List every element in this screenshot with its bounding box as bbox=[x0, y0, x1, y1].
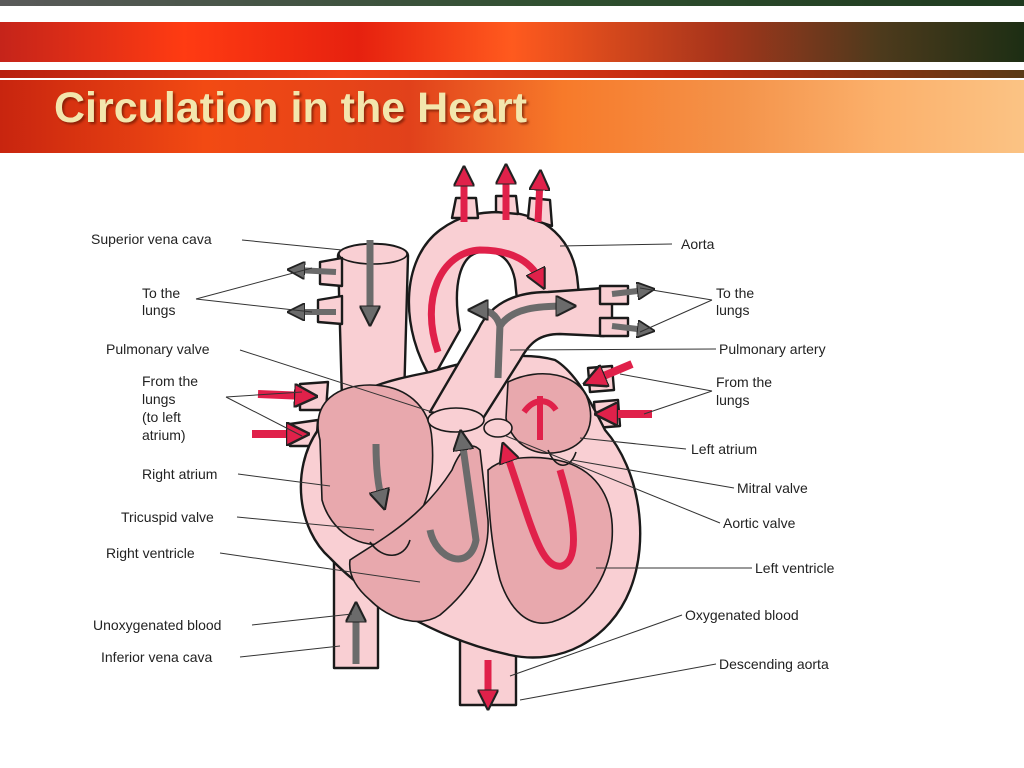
header-band bbox=[0, 22, 1024, 62]
unoxygenated-arrow-ventricle-loop bbox=[426, 440, 480, 563]
title-banner bbox=[0, 80, 1024, 153]
tricuspid-valve-shape bbox=[369, 539, 411, 556]
top-rule bbox=[0, 0, 1024, 6]
label-inferior-vena-cava: Inferior vena cava bbox=[101, 649, 212, 665]
label-aorta: Aorta bbox=[681, 236, 715, 252]
unoxygenated-arrow-to-lungs-right-lower bbox=[611, 326, 646, 330]
label-aortic-valve: Aortic valve bbox=[723, 515, 796, 531]
aortic-valve-shape bbox=[483, 418, 513, 438]
leader-lines bbox=[195, 239, 752, 701]
header-gap bbox=[0, 62, 1024, 70]
label-left-atrium: Left atrium bbox=[691, 441, 757, 457]
label-mitral-valve: Mitral valve bbox=[737, 480, 808, 496]
label-left-ventricle: Left ventricle bbox=[755, 560, 835, 576]
label-pulmonary-artery: Pulmonary artery bbox=[719, 341, 826, 357]
oxygenated-arrow-branch-3 bbox=[538, 180, 540, 223]
slide-title: Circulation in the Heart bbox=[54, 84, 528, 132]
label-unoxygenated-blood: Unoxygenated blood bbox=[93, 617, 221, 633]
pulmonary-valve-shape bbox=[427, 407, 485, 433]
heart-diagram: Superior vena cava To the lungs Pulmonar… bbox=[91, 160, 835, 768]
label-superior-vena-cava: Superior vena cava bbox=[91, 231, 212, 247]
unoxygenated-arrow-pulmonary-right bbox=[497, 306, 566, 329]
label-pulmonary-valve: Pulmonary valve bbox=[106, 341, 210, 357]
label-descending-aorta: Descending aorta bbox=[719, 656, 829, 672]
unoxygenated-arrow-right-atrium bbox=[376, 443, 382, 500]
oxygenated-arrow-aortic-arch bbox=[427, 246, 540, 354]
label-from-lungs-right: From the lungs bbox=[716, 374, 776, 408]
right-ventricle-chamber bbox=[348, 445, 489, 623]
label-tricuspid-valve: Tricuspid valve bbox=[121, 509, 214, 525]
label-from-lungs-left: From the lungs (to left atrium) bbox=[142, 373, 202, 443]
header-thin-band bbox=[0, 70, 1024, 78]
oxygenated-arrow-from-lungs-right-upper bbox=[594, 360, 634, 380]
oxygenated-arrow-left-atrium bbox=[521, 396, 559, 440]
label-right-atrium: Right atrium bbox=[142, 466, 217, 482]
unoxygenated-arrow-pulmonary-trunk bbox=[494, 323, 504, 379]
label-to-lungs-left: To the lungs bbox=[142, 285, 184, 318]
labels: Superior vena cava To the lungs Pulmonar… bbox=[91, 231, 835, 672]
label-right-ventricle: Right ventricle bbox=[106, 545, 195, 561]
label-to-lungs-right: To the lungs bbox=[716, 285, 758, 318]
left-atrium-chamber bbox=[505, 372, 592, 454]
unoxygenated-arrow-to-lungs-right-upper bbox=[611, 290, 646, 294]
label-oxygenated-blood: Oxygenated blood bbox=[685, 607, 799, 623]
oxygenated-arrow-left-ventricle bbox=[506, 452, 578, 570]
